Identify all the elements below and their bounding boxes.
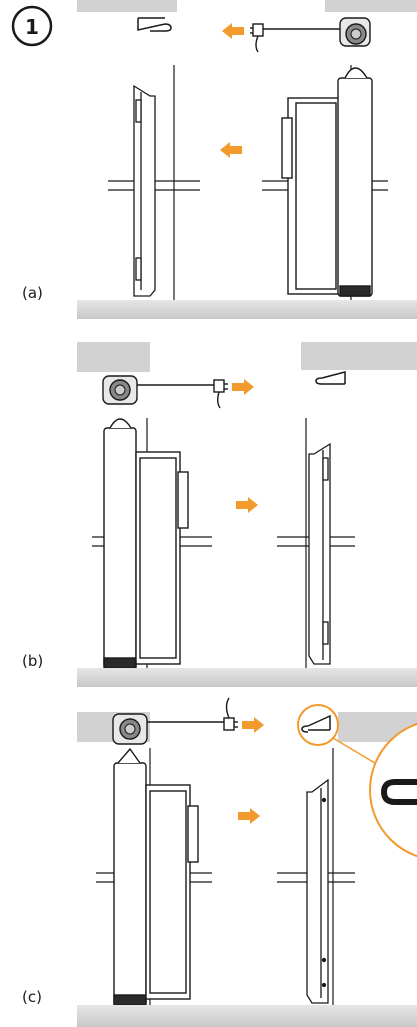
panel-a: (a) <box>22 0 417 319</box>
cable-reel-icon <box>102 375 138 405</box>
panel-label-c: (c) <box>22 988 42 1006</box>
arrow-right-icon <box>238 808 260 824</box>
ceiling-block-left <box>77 342 150 372</box>
ceiling-block-right <box>325 0 417 12</box>
mounting-bracket <box>133 84 156 297</box>
panel-label-b: (b) <box>22 652 43 670</box>
panel-label-a: (a) <box>22 284 43 302</box>
step-number: 1 <box>25 15 39 39</box>
panel-b: (b) <box>22 342 417 687</box>
arrow-right-icon <box>236 497 258 513</box>
step-badge: 1 <box>11 5 53 47</box>
arrow-left-icon <box>220 142 242 158</box>
floor <box>77 300 417 319</box>
panel-c: (c) <box>22 697 417 1027</box>
heater-unit <box>113 747 199 1006</box>
ceiling-block-right <box>301 342 417 370</box>
arrow-right-icon <box>232 379 254 395</box>
cable-reel-icon <box>339 17 371 47</box>
floor <box>77 1005 417 1027</box>
floor <box>77 668 417 687</box>
heater-unit <box>103 418 189 669</box>
power-plug-icon <box>250 23 342 53</box>
heater-unit <box>281 67 373 297</box>
mounting-bracket <box>306 778 329 1004</box>
arrow-right-icon <box>242 717 264 733</box>
power-plug-icon <box>147 697 238 731</box>
ceiling-block-left <box>77 0 177 12</box>
wall-bracket-icon <box>301 714 331 733</box>
detail-zoom-small <box>297 704 339 746</box>
detail-zoom-large <box>369 722 417 858</box>
bracket-detail-icon <box>380 779 417 805</box>
wall-bracket-icon <box>137 17 172 32</box>
wall-bracket-icon <box>315 371 346 385</box>
mounting-bracket <box>308 442 331 665</box>
power-plug-icon <box>137 379 228 409</box>
cable-reel-icon <box>112 713 148 745</box>
arrow-left-icon <box>222 23 244 39</box>
